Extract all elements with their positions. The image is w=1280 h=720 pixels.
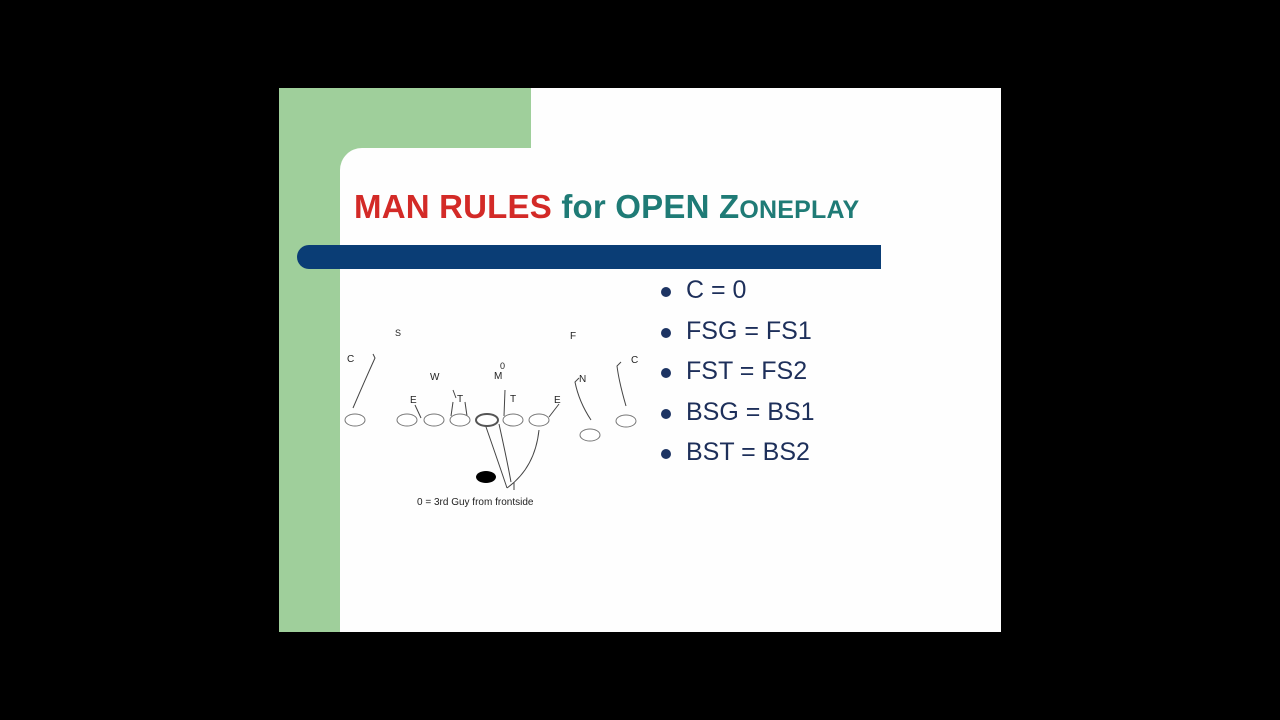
corner-left-path xyxy=(352,353,376,409)
list-item: FST = FS2 xyxy=(661,355,815,396)
player-lg xyxy=(423,413,445,427)
player-right-end xyxy=(615,414,637,428)
player-rg xyxy=(502,413,524,427)
defender-s-label: S xyxy=(395,328,401,338)
list-item: BSG = BS1 xyxy=(661,396,815,437)
ball-carrier xyxy=(476,471,496,483)
title-underline-bar xyxy=(297,245,881,269)
defender-w-label: W xyxy=(430,372,440,383)
w-arrow xyxy=(452,389,457,399)
player-lt xyxy=(396,413,418,427)
player-wing xyxy=(579,428,601,442)
title-zoneplay-rest: ONEPLAY xyxy=(739,196,860,224)
content-panel xyxy=(340,148,1001,632)
title-for-open: for OPEN xyxy=(561,188,710,225)
bullet-dot-icon xyxy=(661,408,671,419)
player-left-end xyxy=(344,413,366,427)
back-route-b xyxy=(506,429,540,489)
title-zoneplay-initial: Z xyxy=(719,188,740,225)
rules-list: C = 0 FSG = FS1 FST = FS2 BSG = BS1 BST … xyxy=(661,274,815,477)
center-route xyxy=(498,423,512,483)
slide-title: MAN RULES for OPEN ZONEPLAY xyxy=(354,188,859,226)
diagram-caption: 0 = 3rd Guy from frontside xyxy=(417,497,534,508)
rule-text: C = 0 xyxy=(686,276,747,304)
rule-text: BSG = BS1 xyxy=(686,397,815,426)
list-item: BST = BS2 xyxy=(661,436,815,477)
defender-t-right-label: T xyxy=(510,394,516,405)
defender-m-label: M xyxy=(494,371,502,382)
defender-n-label: N xyxy=(579,374,586,385)
offense-players xyxy=(344,413,637,442)
n-path xyxy=(574,377,592,421)
play-diagram: S F C C W M 0 E T T E N xyxy=(344,328,638,508)
e-left-path xyxy=(414,404,422,419)
bullet-dot-icon xyxy=(661,327,671,338)
defender-c-left-label: C xyxy=(347,354,354,365)
corner-right-path xyxy=(616,361,627,407)
w-path xyxy=(450,401,454,417)
defender-e-right-label: E xyxy=(554,395,561,406)
defender-zero-label: 0 xyxy=(500,361,505,371)
defender-t-left-label: T xyxy=(457,394,463,405)
list-item: FSG = FS1 xyxy=(661,315,815,356)
player-rt xyxy=(528,413,550,427)
player-c-left xyxy=(449,413,471,427)
player-center xyxy=(475,413,499,427)
rule-text: FST = FS2 xyxy=(686,357,808,385)
slide-top-area xyxy=(531,88,1001,148)
bullet-dot-icon xyxy=(661,449,671,459)
defender-f-label: F xyxy=(570,331,576,342)
defender-e-left-label: E xyxy=(410,395,417,406)
rule-text: FSG = FS1 xyxy=(686,316,812,345)
t-left-path xyxy=(464,401,468,417)
back-route-a xyxy=(484,423,508,489)
title-man-rules: MAN RULES xyxy=(354,188,552,225)
movement-lines xyxy=(352,353,627,490)
e-right-path xyxy=(548,403,560,418)
defender-c-right-label: C xyxy=(631,355,638,366)
bullet-dot-icon xyxy=(661,287,671,297)
bullet-dot-icon xyxy=(661,368,671,378)
list-item: C = 0 xyxy=(661,274,815,315)
slide: MAN RULES for OPEN ZONEPLAY S F C C W M … xyxy=(279,88,1001,632)
title-zoneplay: ZONEPLAY xyxy=(719,188,859,225)
rule-text: BST = BS2 xyxy=(686,438,810,466)
m-path xyxy=(503,389,506,417)
